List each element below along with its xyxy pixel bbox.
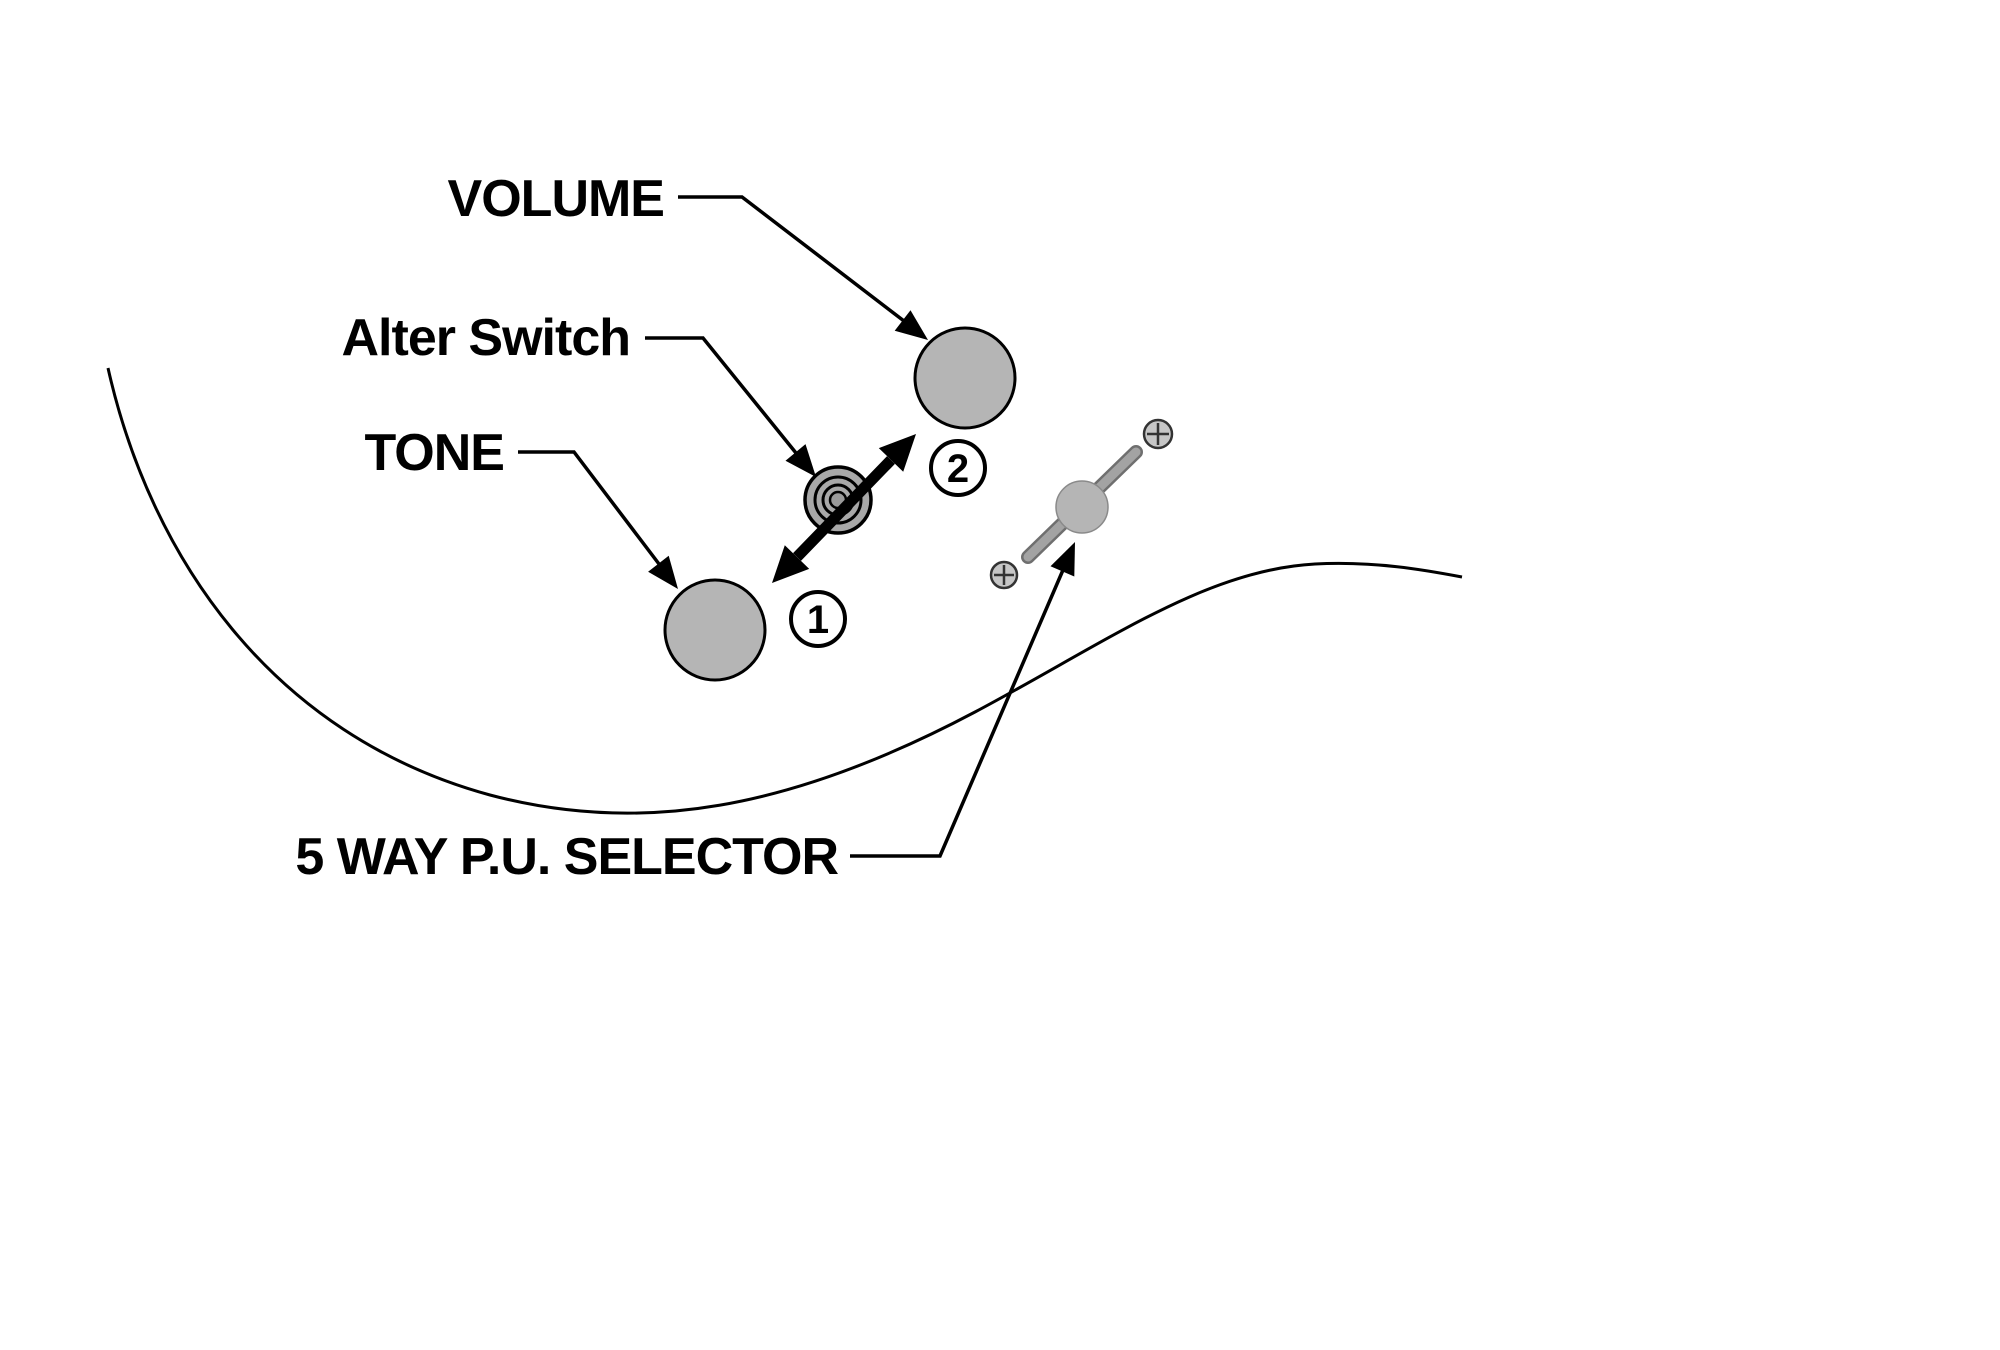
volume-label: VOLUME bbox=[448, 170, 664, 228]
selector-screw-bottom bbox=[989, 560, 1019, 590]
selector-screw-top bbox=[1142, 418, 1174, 450]
position-1-number: 1 bbox=[807, 598, 829, 642]
position-1-marker: 1 bbox=[789, 590, 847, 648]
alter-switch-control bbox=[803, 465, 873, 535]
tone-knob bbox=[663, 578, 767, 682]
position-1-circle bbox=[789, 590, 847, 648]
volume-leader-line bbox=[678, 195, 906, 323]
selector-arrowhead bbox=[1050, 542, 1075, 577]
toggle-arrowhead-down bbox=[772, 545, 810, 583]
selector-leader-line bbox=[850, 569, 1065, 858]
toggle-arrow-shaft bbox=[793, 456, 895, 561]
position-2-circle bbox=[929, 439, 987, 497]
alter-switch-arrowhead bbox=[785, 444, 816, 477]
alter-switch-leader-line bbox=[645, 336, 798, 455]
tone-leader-line bbox=[518, 450, 661, 566]
alter-switch-ring-mid bbox=[813, 475, 863, 525]
pickup-selector-assembly bbox=[989, 418, 1174, 590]
tone-arrowhead bbox=[648, 555, 678, 589]
volume-knob bbox=[913, 326, 1017, 430]
guitar-body-outline bbox=[106, 367, 1463, 815]
position-2-number: 2 bbox=[947, 447, 969, 491]
position-2-marker: 2 bbox=[929, 439, 987, 497]
alter-switch-label: Alter Switch bbox=[342, 309, 631, 367]
toggle-arrowhead-up bbox=[878, 434, 916, 472]
selector-label: 5 WAY P.U. SELECTOR bbox=[295, 828, 838, 886]
volume-arrowhead bbox=[894, 310, 928, 340]
selector-knob bbox=[1055, 480, 1109, 534]
tone-label: TONE bbox=[364, 424, 504, 482]
toggle-direction-arrow bbox=[772, 434, 916, 583]
